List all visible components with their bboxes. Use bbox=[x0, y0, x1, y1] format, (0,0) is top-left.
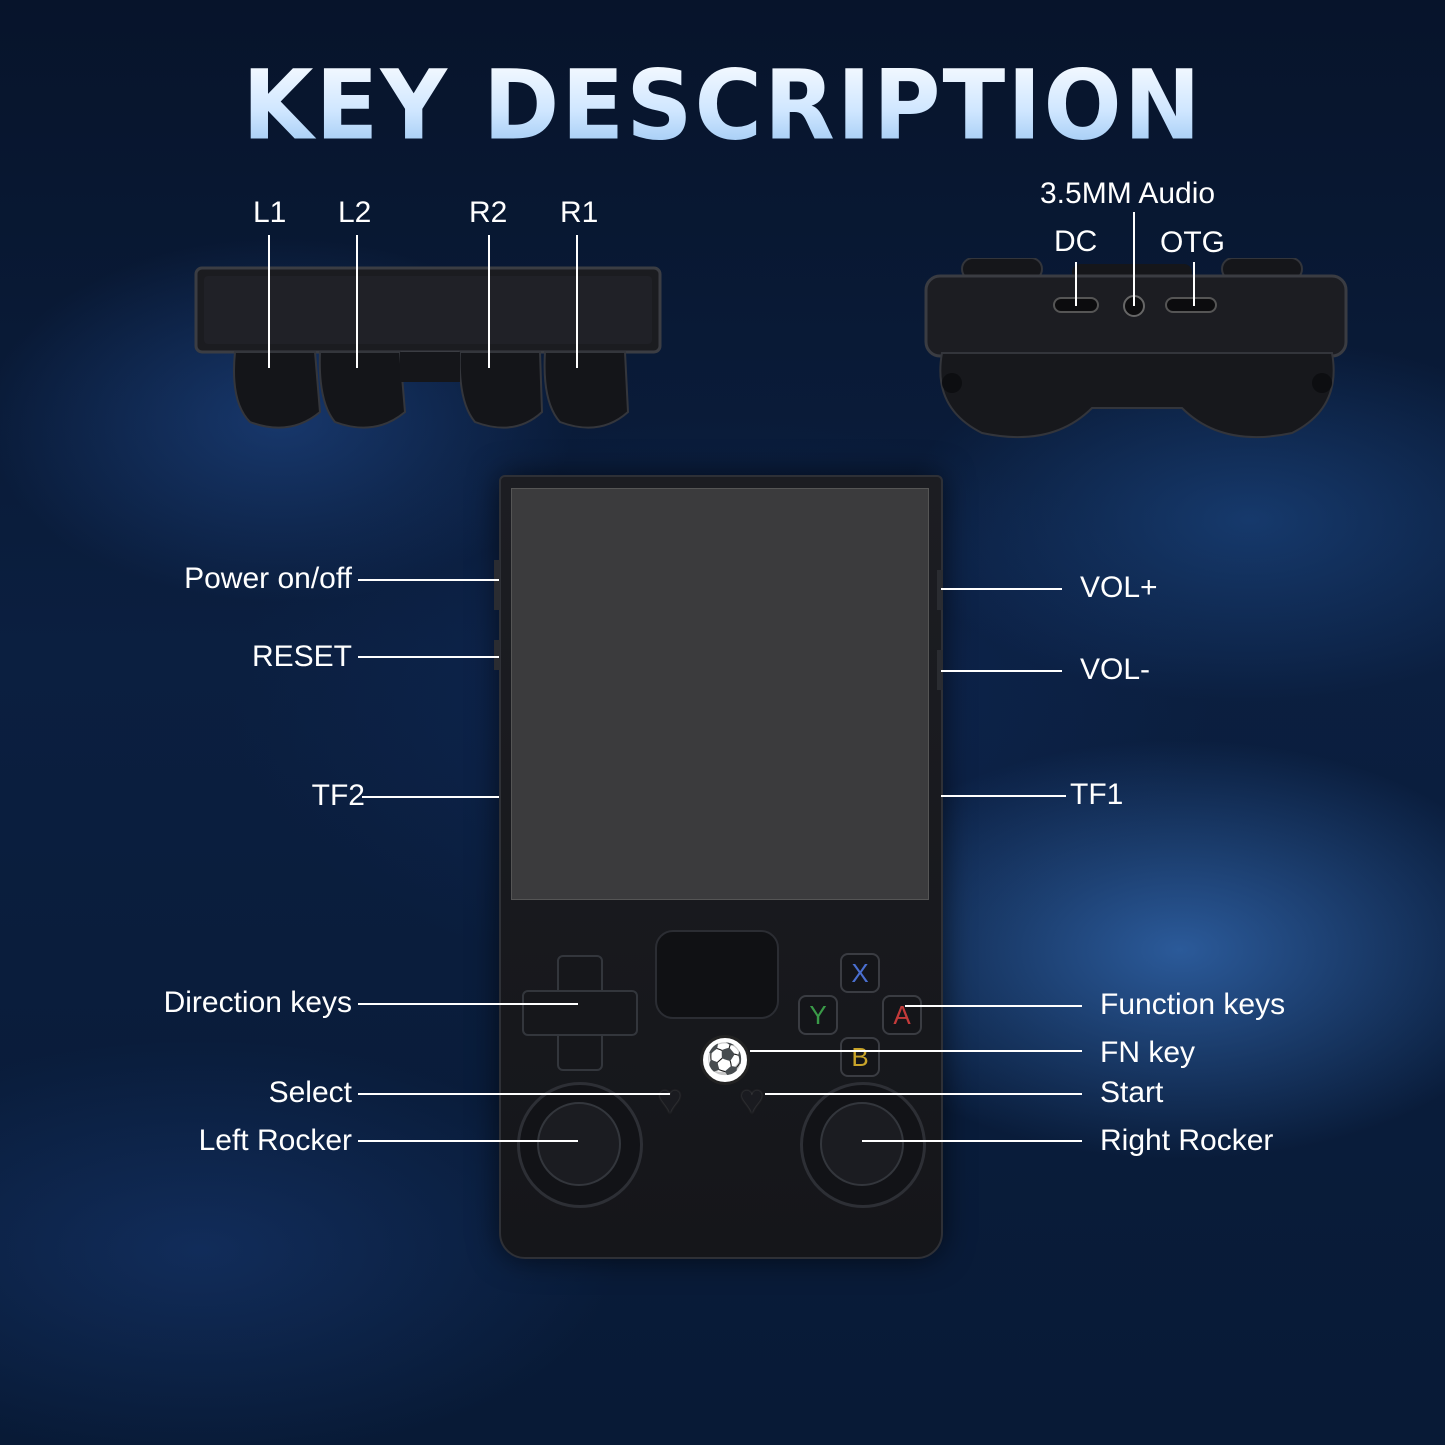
page-title: KEY DESCRIPTION bbox=[0, 49, 1445, 161]
leader-line-start bbox=[765, 1093, 1082, 1095]
label-select: Select bbox=[268, 1076, 352, 1109]
label-reset: RESET bbox=[251, 640, 352, 673]
power-button-nub bbox=[494, 560, 500, 610]
label-vol-down: VOL- bbox=[1080, 653, 1151, 686]
label-l2: L2 bbox=[338, 196, 372, 229]
label-power: Power on/off bbox=[184, 562, 352, 595]
speaker-grille bbox=[655, 930, 779, 1019]
leader-line-otg bbox=[1193, 262, 1195, 306]
label-tf1: TF1 bbox=[1070, 778, 1124, 811]
leader-line-audio bbox=[1133, 212, 1135, 306]
button-b: B bbox=[840, 1037, 880, 1077]
label-l1: L1 bbox=[253, 196, 287, 229]
vol-up-nub bbox=[937, 570, 943, 610]
vol-down-nub bbox=[937, 650, 943, 690]
label-right-rocker: Right Rocker bbox=[1100, 1124, 1274, 1157]
label-tf2: TF2 bbox=[311, 779, 365, 812]
label-otg: OTG bbox=[1160, 226, 1225, 259]
leader-line-direction bbox=[358, 1003, 578, 1005]
label-r1: R1 bbox=[560, 196, 599, 229]
leader-line-dc bbox=[1075, 262, 1077, 306]
leader-line-right-rocker bbox=[862, 1140, 1082, 1142]
left-stick-cap bbox=[537, 1102, 621, 1186]
leader-line-tf1 bbox=[941, 795, 1066, 797]
label-function: Function keys bbox=[1100, 988, 1286, 1021]
console-screen bbox=[511, 488, 929, 900]
label-start: Start bbox=[1100, 1076, 1164, 1109]
leader-line-vol-down bbox=[941, 670, 1062, 672]
start-heart-icon: ♥ bbox=[740, 1078, 764, 1122]
leader-line-power bbox=[358, 579, 499, 581]
label-vol-up: VOL+ bbox=[1080, 571, 1158, 604]
label-dc: DC bbox=[1054, 225, 1098, 258]
leader-line-r2 bbox=[488, 235, 490, 368]
leader-line-function bbox=[905, 1005, 1082, 1007]
label-direction: Direction keys bbox=[163, 986, 352, 1019]
device-top-view-ports bbox=[924, 258, 1348, 439]
label-r2: R2 bbox=[469, 196, 508, 229]
right-stick-cap bbox=[820, 1102, 904, 1186]
reset-button-nub bbox=[494, 640, 500, 670]
leader-line-left-rocker bbox=[358, 1140, 578, 1142]
leader-line-tf2 bbox=[362, 796, 499, 798]
label-fn: FN key bbox=[1100, 1036, 1196, 1069]
device-top-view-shoulders bbox=[194, 266, 662, 429]
label-left-rocker: Left Rocker bbox=[198, 1124, 352, 1157]
label-audio: 3.5MM Audio bbox=[1040, 177, 1216, 210]
leader-line-r1 bbox=[576, 235, 578, 368]
select-heart-icon: ♥ bbox=[658, 1078, 682, 1122]
button-x: X bbox=[840, 953, 880, 993]
leader-line-fn bbox=[750, 1050, 1082, 1052]
leader-line-vol-up bbox=[941, 588, 1062, 590]
leader-line-l1 bbox=[268, 235, 270, 368]
dpad-horizontal bbox=[522, 990, 638, 1036]
button-a: A bbox=[882, 995, 922, 1035]
soccer-ball-icon: ⚽ bbox=[700, 1035, 750, 1085]
leader-line-reset bbox=[358, 656, 499, 658]
leader-line-select bbox=[358, 1093, 670, 1095]
leader-line-l2 bbox=[356, 235, 358, 368]
button-y: Y bbox=[798, 995, 838, 1035]
